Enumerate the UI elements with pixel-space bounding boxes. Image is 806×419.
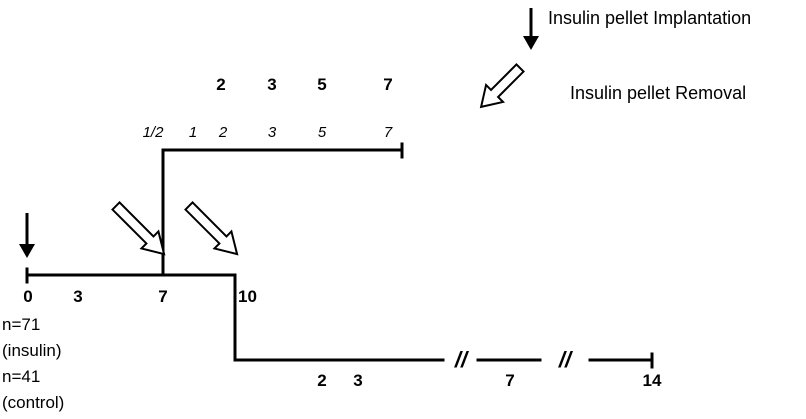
main-timeline: 0 3 7 10 [19, 201, 257, 306]
removal-arrow-icon [184, 201, 239, 256]
bottom-day-14: 14 [643, 371, 662, 390]
bottom-day-7: 7 [505, 371, 514, 390]
implantation-legend-label: Insulin pellet Implantation [548, 8, 751, 28]
removal-arrow-icon [479, 63, 525, 109]
top-italic-day-5: 5 [318, 124, 327, 141]
bottom-day-3: 3 [353, 371, 362, 390]
removal-arrow-icon [111, 201, 166, 256]
group-counts: n=71 (insulin) n=41 (control) [2, 315, 64, 412]
top-bold-day-5: 5 [317, 75, 326, 94]
top-italic-day-7: 7 [384, 124, 393, 141]
control-group-label: (control) [2, 393, 64, 412]
main-day-10: 10 [238, 287, 257, 306]
top-branch: 2 3 5 7 1/2 1 2 3 5 7 [143, 75, 404, 159]
top-bold-day-2: 2 [216, 75, 225, 94]
main-day-0: 0 [23, 287, 32, 306]
implantation-arrow-icon [523, 8, 539, 50]
control-group-count: n=41 [2, 367, 40, 386]
legend: Insulin pellet Implantation Insulin pell… [479, 8, 751, 109]
top-italic-day-3: 3 [268, 124, 277, 141]
insulin-group-label: (insulin) [2, 341, 62, 360]
axis-break-mark: // [558, 347, 574, 372]
top-bold-day-7: 7 [383, 75, 392, 94]
removal-legend-label: Insulin pellet Removal [570, 83, 746, 103]
top-italic-day-half: 1/2 [143, 124, 165, 141]
top-italic-day-2: 2 [218, 124, 228, 141]
bottom-branch: // // 2 3 7 14 [233, 347, 662, 390]
axis-break-mark: // [454, 347, 470, 372]
start-implantation-arrow-icon [19, 213, 35, 258]
main-day-3: 3 [73, 287, 82, 306]
bottom-day-2: 2 [317, 371, 326, 390]
top-italic-day-1: 1 [189, 124, 197, 141]
main-day-7: 7 [158, 287, 167, 306]
insulin-group-count: n=71 [2, 315, 40, 334]
top-bold-day-3: 3 [267, 75, 276, 94]
